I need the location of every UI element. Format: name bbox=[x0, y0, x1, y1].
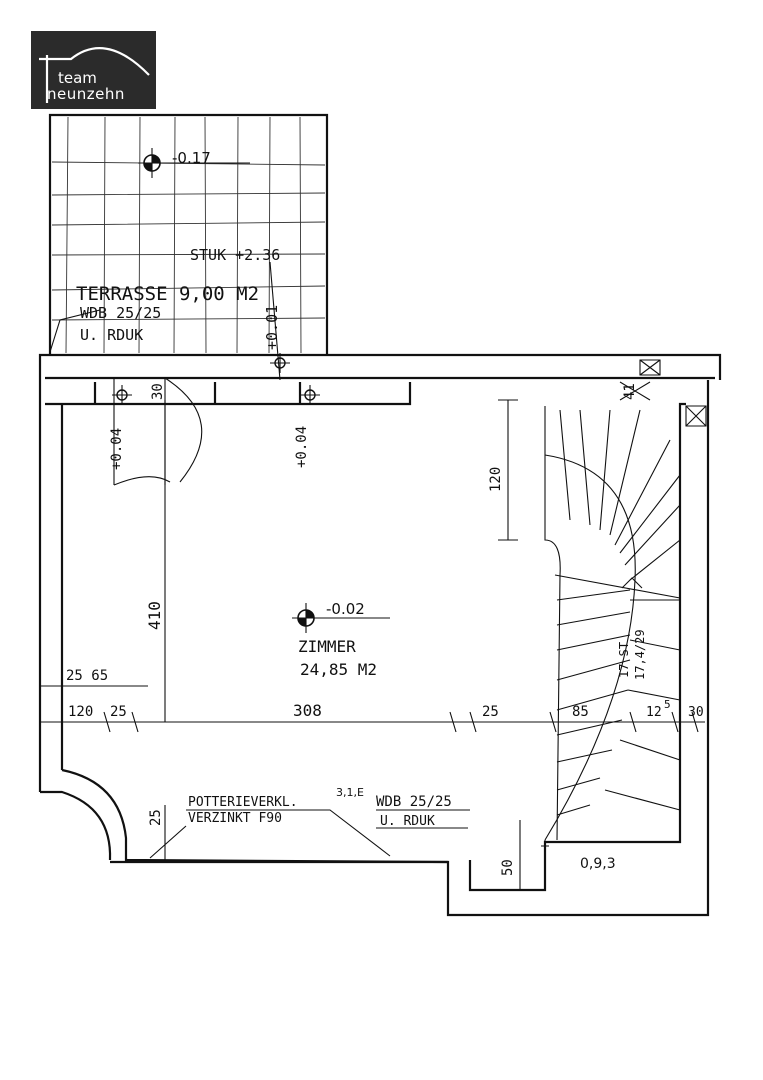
level-left-label: +0.04 bbox=[109, 428, 125, 470]
potterie-label: POTTERIEVERKL. bbox=[188, 795, 298, 810]
room-area-label: 24,85 M2 bbox=[300, 660, 377, 679]
stairs-count-label: 17 ST bbox=[617, 642, 631, 678]
dim-308-label: 308 bbox=[293, 701, 322, 720]
verzinkt-label: VERZINKT F90 bbox=[188, 811, 282, 826]
room-name-label: ZIMMER bbox=[298, 637, 356, 656]
logo-text-neunzehn: neunzehn bbox=[47, 85, 125, 103]
roof-line-icon bbox=[39, 47, 150, 103]
level-marker-terrace bbox=[138, 148, 250, 178]
wdb-label: WDB 25/25 bbox=[376, 794, 452, 810]
level-marker-door-left bbox=[112, 385, 132, 405]
level-middle-label: +0.04 bbox=[294, 426, 310, 468]
small-annotation: 3,1,E bbox=[336, 786, 364, 799]
dim-30-label: 30 bbox=[150, 383, 166, 400]
dim-120-vertical-label: 120 bbox=[488, 467, 504, 492]
dim-50-vertical-label: 50 bbox=[500, 859, 516, 876]
staircase bbox=[541, 406, 681, 852]
team-neunzehn-logo: team neunzehn bbox=[31, 31, 156, 109]
stair-treads bbox=[556, 409, 681, 816]
room-walls bbox=[38, 353, 722, 917]
dim-25b-label: 25 bbox=[482, 704, 499, 720]
level-marker-door-middle bbox=[300, 385, 320, 405]
dim-25a-label: 25 bbox=[110, 704, 127, 720]
terrace-name-label: TERRASSE 9,00 M2 bbox=[76, 283, 259, 305]
dim-12-label: 12 bbox=[646, 705, 662, 720]
logo-text-team: team bbox=[58, 69, 97, 87]
dim-410-label: 410 bbox=[145, 601, 164, 630]
dim-30b-label: 30 bbox=[688, 705, 704, 720]
dim-5-label: 5 bbox=[664, 698, 671, 711]
corner-level-label: 0,9,3 bbox=[580, 856, 616, 872]
stairs-rise-label: 17,4/29 bbox=[633, 629, 647, 680]
dim-85-label: 85 bbox=[572, 704, 589, 720]
terrace-area bbox=[48, 113, 329, 355]
dimension-lines bbox=[40, 261, 705, 890]
terrace-stuk-label: STUK +2.36 bbox=[190, 246, 280, 264]
dim-25-65-label: 25 65 bbox=[66, 668, 108, 684]
dim-25-vertical-label: 25 bbox=[148, 809, 164, 826]
terrace-wdb-label: WDB 25/25 bbox=[80, 304, 161, 322]
level-marker-room bbox=[292, 603, 390, 633]
dim-120-label: 120 bbox=[68, 704, 93, 720]
dim-41-label: 41 bbox=[622, 383, 638, 400]
room-level-label: -0.02 bbox=[326, 600, 365, 618]
terrace-vertical-level: +0.01 bbox=[263, 305, 281, 350]
rduk-label: U. RDUK bbox=[380, 814, 435, 829]
terrace-level-label: -0.17 bbox=[172, 149, 211, 167]
level-marker-terrace-edge bbox=[270, 353, 290, 373]
terrace-rduk-label: U. RDUK bbox=[80, 326, 143, 344]
